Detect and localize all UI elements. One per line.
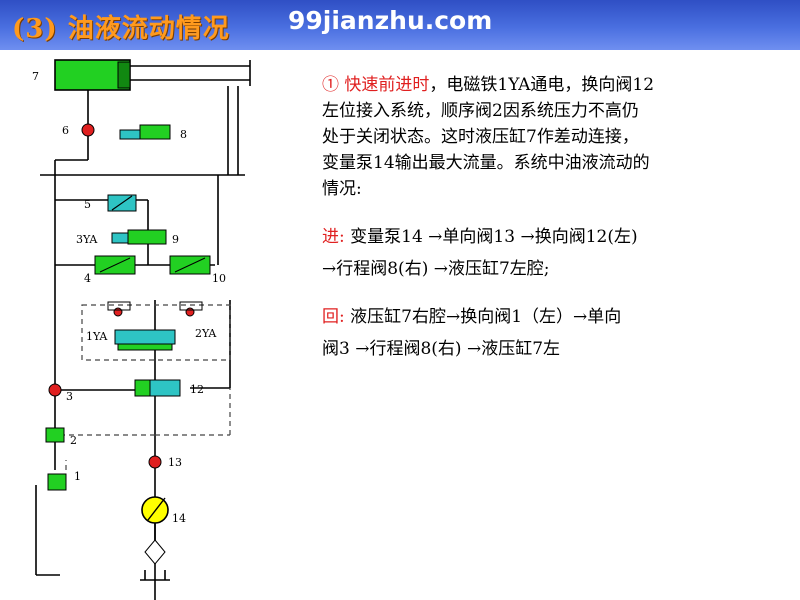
desc-line-2: 左位接入系统，顺序阀2因系统压力不高仍 xyxy=(322,101,639,121)
valve-1 xyxy=(47,473,67,491)
label-5: 5 xyxy=(84,198,91,211)
site-watermark: 99jianzhu.com xyxy=(288,6,493,35)
desc-line-1: ① 快速前进时，电磁铁1YA通电，换向阀12 xyxy=(322,70,654,95)
valve-9 xyxy=(127,229,167,245)
label-2ya: 2YA xyxy=(195,327,217,340)
in-line-2: →行程阀8(右) →液压缸7左腔; xyxy=(322,259,550,279)
in-line-1: 进: 变量泵14 →单向阀13 →换向阀12(左) xyxy=(322,222,638,247)
desc-line-4: 变量泵14输出最大流量。系统中油液流动的 xyxy=(322,153,650,173)
travel-valve-8 xyxy=(139,124,171,140)
out-line-1: 回: 液压缸7右腔→换向阀1（左）→单向 xyxy=(322,302,621,327)
label-13: 13 xyxy=(168,456,182,469)
label-10: 10 xyxy=(212,272,226,285)
label-3: 3 xyxy=(66,390,73,403)
in-line-1-text: 变量泵14 →单向阀13 →换向阀12(左) xyxy=(350,227,638,247)
desc-line-5: 情况: xyxy=(322,179,362,199)
check-valve-3 xyxy=(48,383,62,397)
label-4: 4 xyxy=(84,272,91,285)
hydraulic-circuit-diagram: 7 6 8 5 3YA 9 4 10 1YA 2YA 12 3 2 13 1 1… xyxy=(32,59,251,600)
out-line-1-text: 液压缸7右腔→换向阀1（左）→单向 xyxy=(350,307,622,327)
label-12: 12 xyxy=(190,383,204,396)
in-label: 进: xyxy=(322,227,345,247)
desc-line-1-rest: ，电磁铁1YA通电，换向阀12 xyxy=(429,75,655,95)
label-1: 1 xyxy=(74,470,81,483)
label-9: 9 xyxy=(172,233,179,246)
header-bar: (3) 油液流动情况 99jianzhu.com xyxy=(0,0,800,50)
out-label: 回: xyxy=(322,307,345,327)
check-valve-13 xyxy=(148,455,162,469)
desc-line-3: 处于关闭状态。这时液压缸7作差动连接， xyxy=(322,127,639,147)
check-valve-6 xyxy=(81,123,95,137)
label-3ya: 3YA xyxy=(76,233,98,246)
valve-1ya-2ya xyxy=(114,329,176,345)
label-1ya: 1YA xyxy=(86,330,108,343)
out-line-2: 阀3 →行程阀8(右) →液压缸7左 xyxy=(322,339,561,359)
desc-line-1-highlight: ① 快速前进时 xyxy=(322,75,430,95)
slide-title: (3) 油液流动情况 xyxy=(12,14,230,44)
label-8: 8 xyxy=(180,128,187,141)
sequence-valve-2 xyxy=(45,427,65,443)
label-7: 7 xyxy=(32,70,39,83)
label-2: 2 xyxy=(70,434,77,447)
label-6: 6 xyxy=(62,124,69,137)
label-14: 14 xyxy=(172,512,186,525)
filter xyxy=(144,539,166,565)
